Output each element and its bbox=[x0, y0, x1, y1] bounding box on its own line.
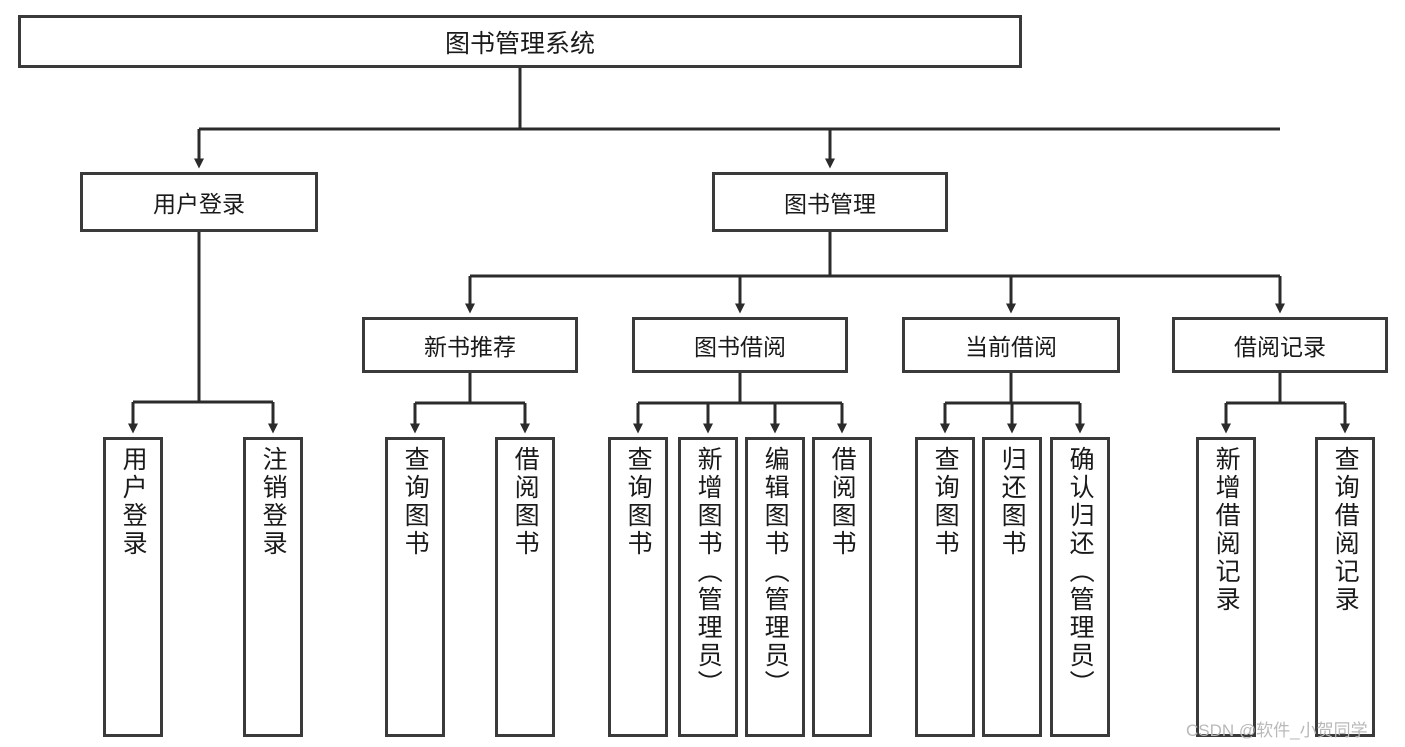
node-new-book-recommend[interactable]: 新书推荐 bbox=[362, 317, 578, 373]
node-leaf-query-book-2[interactable]: 查询图书 bbox=[608, 437, 668, 737]
node-user-login-label: 用户登录 bbox=[153, 191, 245, 217]
node-leaf-query-record[interactable]: 查询借阅记录 bbox=[1315, 437, 1375, 737]
node-leaf-borrow-book-2-label: 借阅图书 bbox=[828, 446, 857, 558]
node-current-borrow[interactable]: 当前借阅 bbox=[902, 317, 1120, 373]
node-root-label: 图书管理系统 bbox=[444, 29, 595, 58]
node-leaf-borrow-book-2[interactable]: 借阅图书 bbox=[812, 437, 872, 737]
node-leaf-query-book-1-label: 查询图书 bbox=[401, 446, 430, 558]
node-leaf-logout-login[interactable]: 注销登录 bbox=[243, 437, 303, 737]
node-book-borrow-label: 图书借阅 bbox=[694, 334, 786, 360]
node-user-login[interactable]: 用户登录 bbox=[80, 172, 318, 232]
node-leaf-borrow-book-1-label: 借阅图书 bbox=[511, 446, 540, 558]
node-leaf-add-record[interactable]: 新增借阅记录 bbox=[1196, 437, 1256, 737]
node-leaf-return-book-label: 归还图书 bbox=[998, 446, 1027, 558]
node-book-borrow[interactable]: 图书借阅 bbox=[632, 317, 848, 373]
node-leaf-edit-book[interactable]: 编辑图书（管理员） bbox=[745, 437, 805, 737]
node-leaf-add-book[interactable]: 新增图书（管理员） bbox=[678, 437, 738, 737]
node-leaf-query-book-1[interactable]: 查询图书 bbox=[385, 437, 445, 737]
node-book-management-label: 图书管理 bbox=[784, 191, 876, 217]
node-leaf-edit-book-label: 编辑图书（管理员） bbox=[761, 446, 790, 698]
node-borrow-record-label: 借阅记录 bbox=[1234, 334, 1326, 360]
node-root[interactable]: 图书管理系统 bbox=[18, 15, 1022, 68]
node-leaf-query-record-label: 查询借阅记录 bbox=[1331, 446, 1360, 614]
node-leaf-add-book-label: 新增图书（管理员） bbox=[694, 446, 723, 698]
node-leaf-user-login-label: 用户登录 bbox=[119, 446, 148, 558]
node-leaf-add-record-label: 新增借阅记录 bbox=[1212, 446, 1241, 614]
node-leaf-query-book-2-label: 查询图书 bbox=[624, 446, 653, 558]
node-leaf-user-login[interactable]: 用户登录 bbox=[103, 437, 163, 737]
node-leaf-confirm-return-label: 确认归还（管理员） bbox=[1066, 446, 1095, 698]
node-leaf-query-book-3-label: 查询图书 bbox=[931, 446, 960, 558]
node-current-borrow-label: 当前借阅 bbox=[965, 334, 1057, 360]
node-leaf-borrow-book-1[interactable]: 借阅图书 bbox=[495, 437, 555, 737]
node-borrow-record[interactable]: 借阅记录 bbox=[1172, 317, 1388, 373]
node-leaf-query-book-3[interactable]: 查询图书 bbox=[915, 437, 975, 737]
node-leaf-logout-login-label: 注销登录 bbox=[259, 446, 288, 558]
node-leaf-confirm-return[interactable]: 确认归还（管理员） bbox=[1050, 437, 1110, 737]
watermark: CSDN @软件_小贺同学 bbox=[1186, 721, 1368, 740]
node-leaf-return-book[interactable]: 归还图书 bbox=[982, 437, 1042, 737]
node-new-book-recommend-label: 新书推荐 bbox=[424, 334, 516, 360]
node-book-management[interactable]: 图书管理 bbox=[712, 172, 948, 232]
